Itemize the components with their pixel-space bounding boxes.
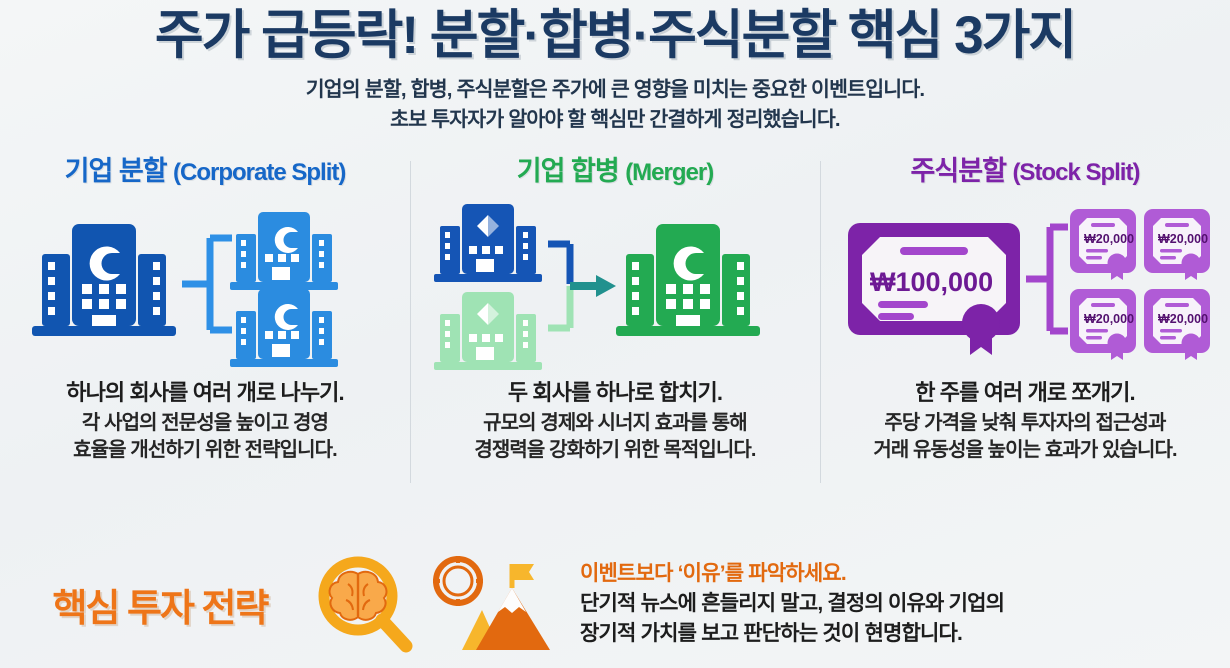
stock-split-diagram: ₩100,000 (820, 194, 1230, 379)
compass-and-mountain-icon (433, 556, 550, 650)
merge-connector-arrow (548, 240, 574, 332)
stock-split-svg: ₩100,000 (848, 209, 1210, 361)
desc-line-2: 효율을 개선하기 위한 전략입니다. (73, 439, 338, 462)
desc-line-1: 주당 가격을 낮춰 투자자의 접근성과 (884, 412, 1166, 435)
heading-korean: 주식분할 (910, 155, 1007, 186)
stock-split-connector-bracket (1026, 223, 1068, 335)
column-heading-corporate-split: 기업 분할 (Corporate Split) (64, 149, 347, 188)
desc-line-2: 거래 유동성을 높이는 효과가 있습니다. (873, 439, 1177, 462)
column-heading-stock-split: 주식분할 (Stock Split) (910, 149, 1141, 188)
footer-icon-group (310, 554, 570, 654)
column-stock-split: 주식분할 (Stock Split) ₩100,000 (820, 149, 1230, 501)
result-certificate-label: ₩20,000 (1084, 232, 1134, 246)
corporate-split-svg (32, 212, 338, 368)
description-merger: 두 회사를 하나로 합치기. 규모의 경제와 시너지 효과를 통해 경쟁력을 강… (474, 379, 756, 464)
desc-line-1: 규모의 경제와 시너지 효과를 통해 (483, 412, 748, 435)
subtitle-line-1: 기업의 분할, 합병, 주식분할은 주가에 큰 영향을 미치는 중요한 이벤트입… (305, 78, 925, 102)
mountain-flag-icon (462, 564, 550, 650)
desc-line-1: 각 사업의 전문성을 높이고 경영 (81, 412, 329, 435)
heading-korean: 기업 합병 (516, 155, 620, 186)
result-certificate-2-icon: ₩20,000 (1144, 209, 1210, 281)
page-title: 주가 급등락! 분할·합병·주식분할 핵심 3가지 (154, 6, 1077, 65)
desc-lead: 한 주를 여러 개로 쪼개기. (915, 379, 1135, 405)
page-subtitle: 기업의 분할, 합병, 주식분할은 주가에 큰 영향을 미치는 중요한 이벤트입… (0, 75, 1230, 134)
concept-columns: 기업 분할 (Corporate Split) (0, 149, 1230, 501)
footer-line-2: 장기적 가치를 보고 판단하는 것이 현명합니다. (580, 621, 963, 645)
result-certificate-label: ₩20,000 (1158, 232, 1208, 246)
result-certificate-3-icon: ₩20,000 (1070, 289, 1136, 361)
source-building-icon (32, 224, 176, 337)
brain-glyph (328, 570, 388, 621)
source-certificate-icon: ₩100,000 (848, 223, 1020, 356)
result-certificate-1-icon: ₩20,000 (1070, 209, 1136, 281)
merger-svg (434, 204, 760, 371)
merge-arrow-head (596, 275, 616, 298)
source-certificate-label: ₩100,000 (870, 267, 993, 297)
brain-magnifier-icon (318, 556, 413, 653)
footer-text-block: 이벤트보다 ‘이유’를 파악하세요. 단기적 뉴스에 흔들리지 말고, 결정의 … (570, 559, 1230, 648)
desc-lead: 두 회사를 하나로 합치기. (507, 379, 723, 405)
split-connector-bracket (182, 234, 232, 334)
result-building-merged-icon (616, 224, 760, 337)
footer-strategy-bar: 핵심 투자 전략 (0, 540, 1230, 668)
result-building-1-icon (230, 212, 338, 291)
compass-icon (433, 556, 483, 606)
result-certificate-4-icon: ₩20,000 (1144, 289, 1210, 361)
merger-diagram (410, 194, 820, 379)
heading-english: (Stock Split) (1012, 158, 1140, 186)
result-certificate-label: ₩20,000 (1158, 312, 1208, 326)
desc-line-2: 경쟁력을 강화하기 위한 목적입니다. (474, 439, 756, 462)
source-building-green-icon (434, 292, 542, 371)
result-certificate-label: ₩20,000 (1084, 312, 1134, 326)
footer-title: 핵심 투자 전략 (52, 587, 270, 630)
column-heading-merger: 기업 합병 (Merger) (516, 149, 714, 188)
footer-highlight: 이벤트보다 ‘이유’를 파악하세요. (580, 562, 847, 586)
corporate-split-diagram (0, 194, 410, 379)
desc-lead: 하나의 회사를 여러 개로 나누기. (66, 379, 344, 405)
subtitle-line-2: 초보 투자자가 알아야 할 핵심만 간결하게 정리했습니다. (390, 108, 840, 132)
source-building-blue-icon (434, 204, 542, 283)
heading-english: (Merger) (625, 158, 714, 186)
column-merger: 기업 합병 (Merger) (410, 149, 820, 501)
footer-line-1: 단기적 뉴스에 흔들리지 말고, 결정의 이유와 기업의 (580, 591, 1005, 615)
header: 주가 급등락! 분할·합병·주식분할 핵심 3가지 기업의 분할, 합병, 주식… (0, 0, 1230, 135)
description-corporate-split: 하나의 회사를 여러 개로 나누기. 각 사업의 전문성을 높이고 경영 효율을… (66, 379, 344, 464)
result-building-2-icon (230, 289, 338, 368)
heading-korean: 기업 분할 (64, 155, 168, 186)
heading-english: (Corporate Split) (173, 158, 346, 186)
column-corporate-split: 기업 분할 (Corporate Split) (0, 149, 410, 501)
description-stock-split: 한 주를 여러 개로 쪼개기. 주당 가격을 낮춰 투자자의 접근성과 거래 유… (873, 379, 1177, 464)
